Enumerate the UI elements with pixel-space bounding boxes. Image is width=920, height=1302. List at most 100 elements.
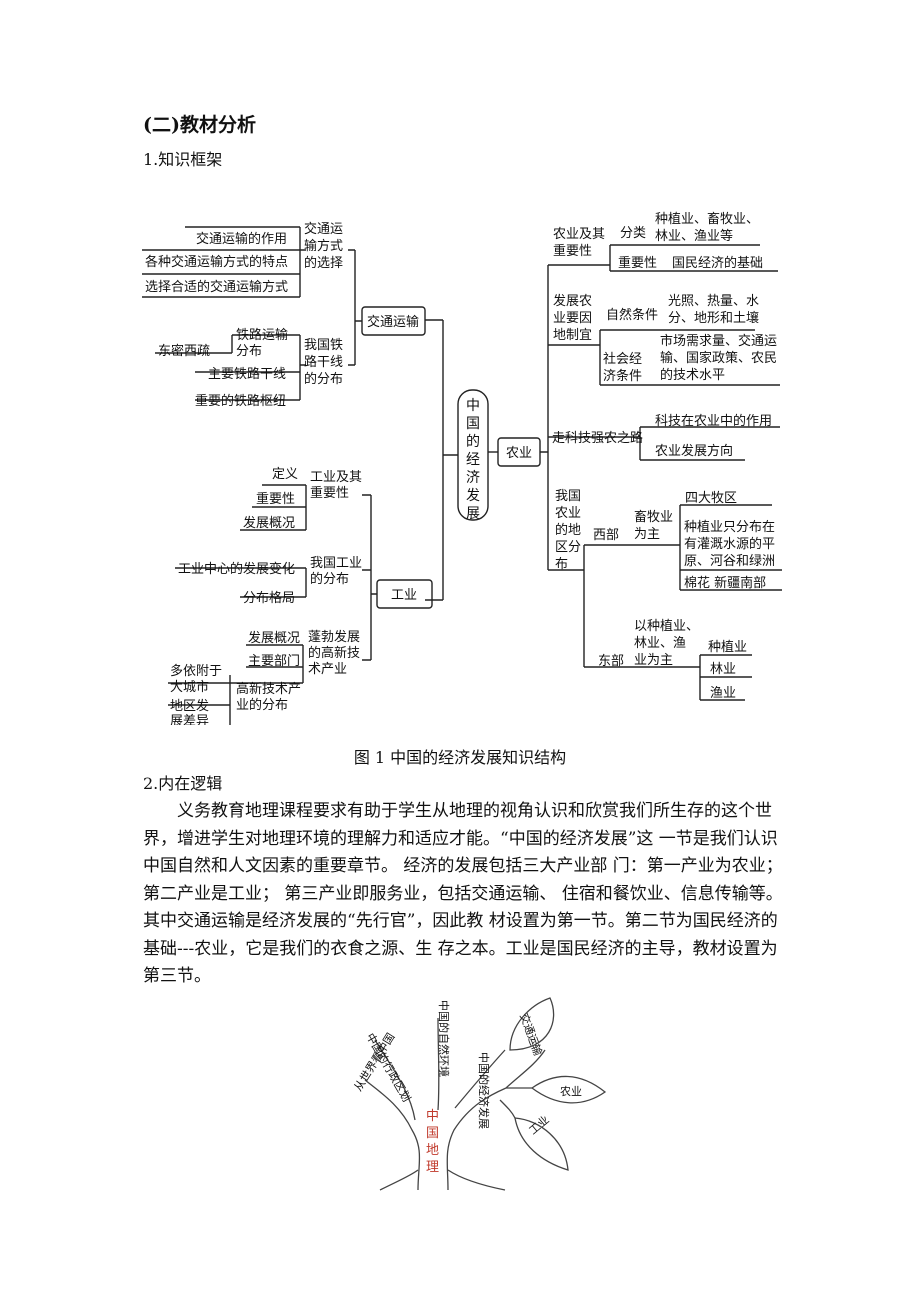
agriculture-node: 农业: [506, 446, 532, 461]
section-heading: (二)教材分析: [143, 114, 256, 136]
leaf-label-agriculture: 农业: [560, 1084, 582, 1098]
svg-text:分布: 分布: [236, 344, 262, 359]
svg-text:交通运: 交通运: [304, 221, 343, 237]
svg-text:我国铁: 我国铁: [304, 338, 343, 353]
svg-text:主要部门: 主要部门: [248, 654, 300, 669]
svg-text:国: 国: [466, 416, 480, 432]
svg-text:林业: 林业: [710, 662, 736, 677]
svg-text:国民经济的基础: 国民经济的基础: [672, 255, 763, 271]
leaf-agriculture: [530, 1075, 607, 1104]
svg-text:种植业: 种植业: [708, 640, 747, 655]
body-paragraph: 义务教育地理课程要求有助于学生从地理的视角认识和欣赏我们所生存的这个世界，增进学…: [143, 801, 783, 986]
svg-text:种植业只分布在: 种植业只分布在: [684, 520, 775, 535]
svg-text:我国: 我国: [555, 489, 581, 504]
svg-text:理: 理: [426, 1160, 439, 1175]
svg-text:国: 国: [426, 1126, 439, 1141]
svg-text:铁路运输: 铁路运输: [236, 327, 288, 343]
svg-text:业要因: 业要因: [553, 311, 592, 326]
svg-text:的: 的: [466, 434, 480, 450]
svg-text:区分: 区分: [555, 540, 581, 555]
svg-text:农业及其: 农业及其: [553, 227, 605, 242]
svg-text:输方式: 输方式: [304, 238, 343, 254]
svg-text:济条件: 济条件: [603, 368, 642, 384]
svg-text:重要性: 重要性: [553, 243, 592, 259]
svg-text:原、河谷和绿洲: 原、河谷和绿洲: [684, 554, 775, 569]
svg-text:各种交通运输方式的特点: 各种交通运输方式的特点: [145, 254, 288, 270]
leaf-label-transport: 交通运输: [517, 1011, 545, 1057]
svg-text:展: 展: [466, 506, 480, 522]
svg-text:的选择: 的选择: [304, 255, 343, 271]
branch-nature: 中国的自然环境: [437, 1000, 451, 1077]
svg-text:农业: 农业: [555, 506, 581, 521]
leaf-transport: [509, 997, 555, 1051]
svg-text:我国工业: 我国工业: [310, 556, 362, 571]
svg-text:自然条件: 自然条件: [606, 307, 658, 323]
svg-text:农业发展方向: 农业发展方向: [655, 443, 733, 459]
svg-text:重要的铁路枢纽: 重要的铁路枢纽: [195, 393, 286, 409]
svg-text:蓬勃发展: 蓬勃发展: [308, 629, 360, 645]
svg-text:定义: 定义: [272, 467, 298, 482]
transport-node: 交通运输: [367, 314, 419, 330]
svg-text:输、国家政策、农民: 输、国家政策、农民: [660, 350, 777, 366]
svg-text:多依附于: 多依附于: [170, 663, 222, 679]
svg-text:展差异: 展差异: [170, 714, 209, 725]
svg-text:光照、热量、水: 光照、热量、水: [668, 294, 759, 309]
svg-text:大城市: 大城市: [170, 679, 209, 695]
svg-text:林业、渔: 林业、渔: [634, 636, 686, 651]
svg-text:业的分布: 业的分布: [236, 697, 288, 713]
svg-text:发: 发: [466, 488, 480, 504]
svg-text:为主: 为主: [634, 527, 660, 542]
svg-text:济: 济: [466, 470, 480, 486]
svg-text:工业及其: 工业及其: [310, 470, 362, 485]
svg-text:地: 地: [426, 1143, 439, 1158]
svg-text:科技在农业中的作用: 科技在农业中的作用: [655, 413, 772, 429]
svg-text:有灌溉水源的平: 有灌溉水源的平: [684, 536, 775, 552]
svg-text:分类: 分类: [620, 226, 646, 241]
svg-text:的分布: 的分布: [304, 371, 343, 387]
svg-text:分、地形和土壤: 分、地形和土壤: [668, 310, 759, 326]
svg-text:棉花 新疆南部: 棉花 新疆南部: [684, 575, 766, 591]
svg-text:分布格局: 分布格局: [243, 590, 295, 606]
svg-text:工业中心的发展变化: 工业中心的发展变化: [178, 561, 295, 577]
svg-text:的高新技: 的高新技: [308, 645, 360, 661]
svg-text:发展概况: 发展概况: [243, 515, 295, 531]
svg-text:发展农: 发展农: [553, 293, 592, 309]
svg-text:地制宜: 地制宜: [553, 328, 592, 343]
svg-text:的地: 的地: [555, 522, 581, 538]
svg-text:选择合适的交通运输方式: 选择合适的交通运输方式: [145, 279, 288, 295]
leaf-industry: [514, 1117, 569, 1171]
svg-text:社会经: 社会经: [603, 351, 642, 367]
svg-text:重要性: 重要性: [618, 255, 657, 271]
svg-text:畜牧业: 畜牧业: [634, 509, 673, 525]
svg-text:业为主: 业为主: [634, 653, 673, 668]
geography-tree-illustration: 从世界看中国 中国的行政区划 中国的自然环境 中国的经济发展 交通运输 农业 工…: [351, 997, 607, 1191]
subsection-knowledge-framework: 1.知识框架: [143, 150, 223, 169]
leaf-label-industry: 工业: [527, 1113, 552, 1137]
svg-text:走科技强农之路: 走科技强农之路: [552, 430, 643, 446]
svg-text:经: 经: [466, 452, 480, 468]
svg-text:四大牧区: 四大牧区: [685, 491, 737, 506]
svg-text:东部: 东部: [598, 654, 624, 669]
svg-text:重要性: 重要性: [256, 491, 295, 507]
svg-text:以种植业、: 以种植业、: [634, 619, 699, 634]
svg-text:术产业: 术产业: [308, 662, 347, 677]
branch-economy: 中国的经济发展: [477, 1052, 491, 1129]
trunk-label: 中 国 地 理: [426, 1109, 439, 1175]
svg-text:的技术水平: 的技术水平: [660, 367, 725, 383]
svg-text:林业、渔业等: 林业、渔业等: [655, 228, 733, 244]
svg-text:布: 布: [555, 557, 568, 572]
svg-text:西部: 西部: [593, 528, 619, 543]
subsection-inner-logic: 2.内在逻辑: [143, 774, 223, 793]
svg-text:市场需求量、交通运: 市场需求量、交通运: [660, 333, 777, 349]
center-node: 中 国 的 经 济 发 展: [466, 398, 480, 522]
svg-text:路干线: 路干线: [304, 354, 343, 370]
svg-text:中: 中: [426, 1109, 439, 1124]
svg-text:主要铁路干线: 主要铁路干线: [208, 366, 286, 382]
svg-text:的分布: 的分布: [310, 571, 349, 587]
svg-text:交通运输的作用: 交通运输的作用: [196, 231, 287, 247]
knowledge-mindmap: 中 国 的 经 济 发 展 交通运输 交通运 输方式 的选择 交通运输的作用 各…: [142, 211, 782, 725]
svg-text:种植业、畜牧业、: 种植业、畜牧业、: [655, 211, 759, 227]
svg-text:重要性: 重要性: [310, 485, 349, 501]
industry-node: 工业: [391, 588, 417, 603]
svg-text:东密西疏: 东密西疏: [158, 343, 210, 359]
